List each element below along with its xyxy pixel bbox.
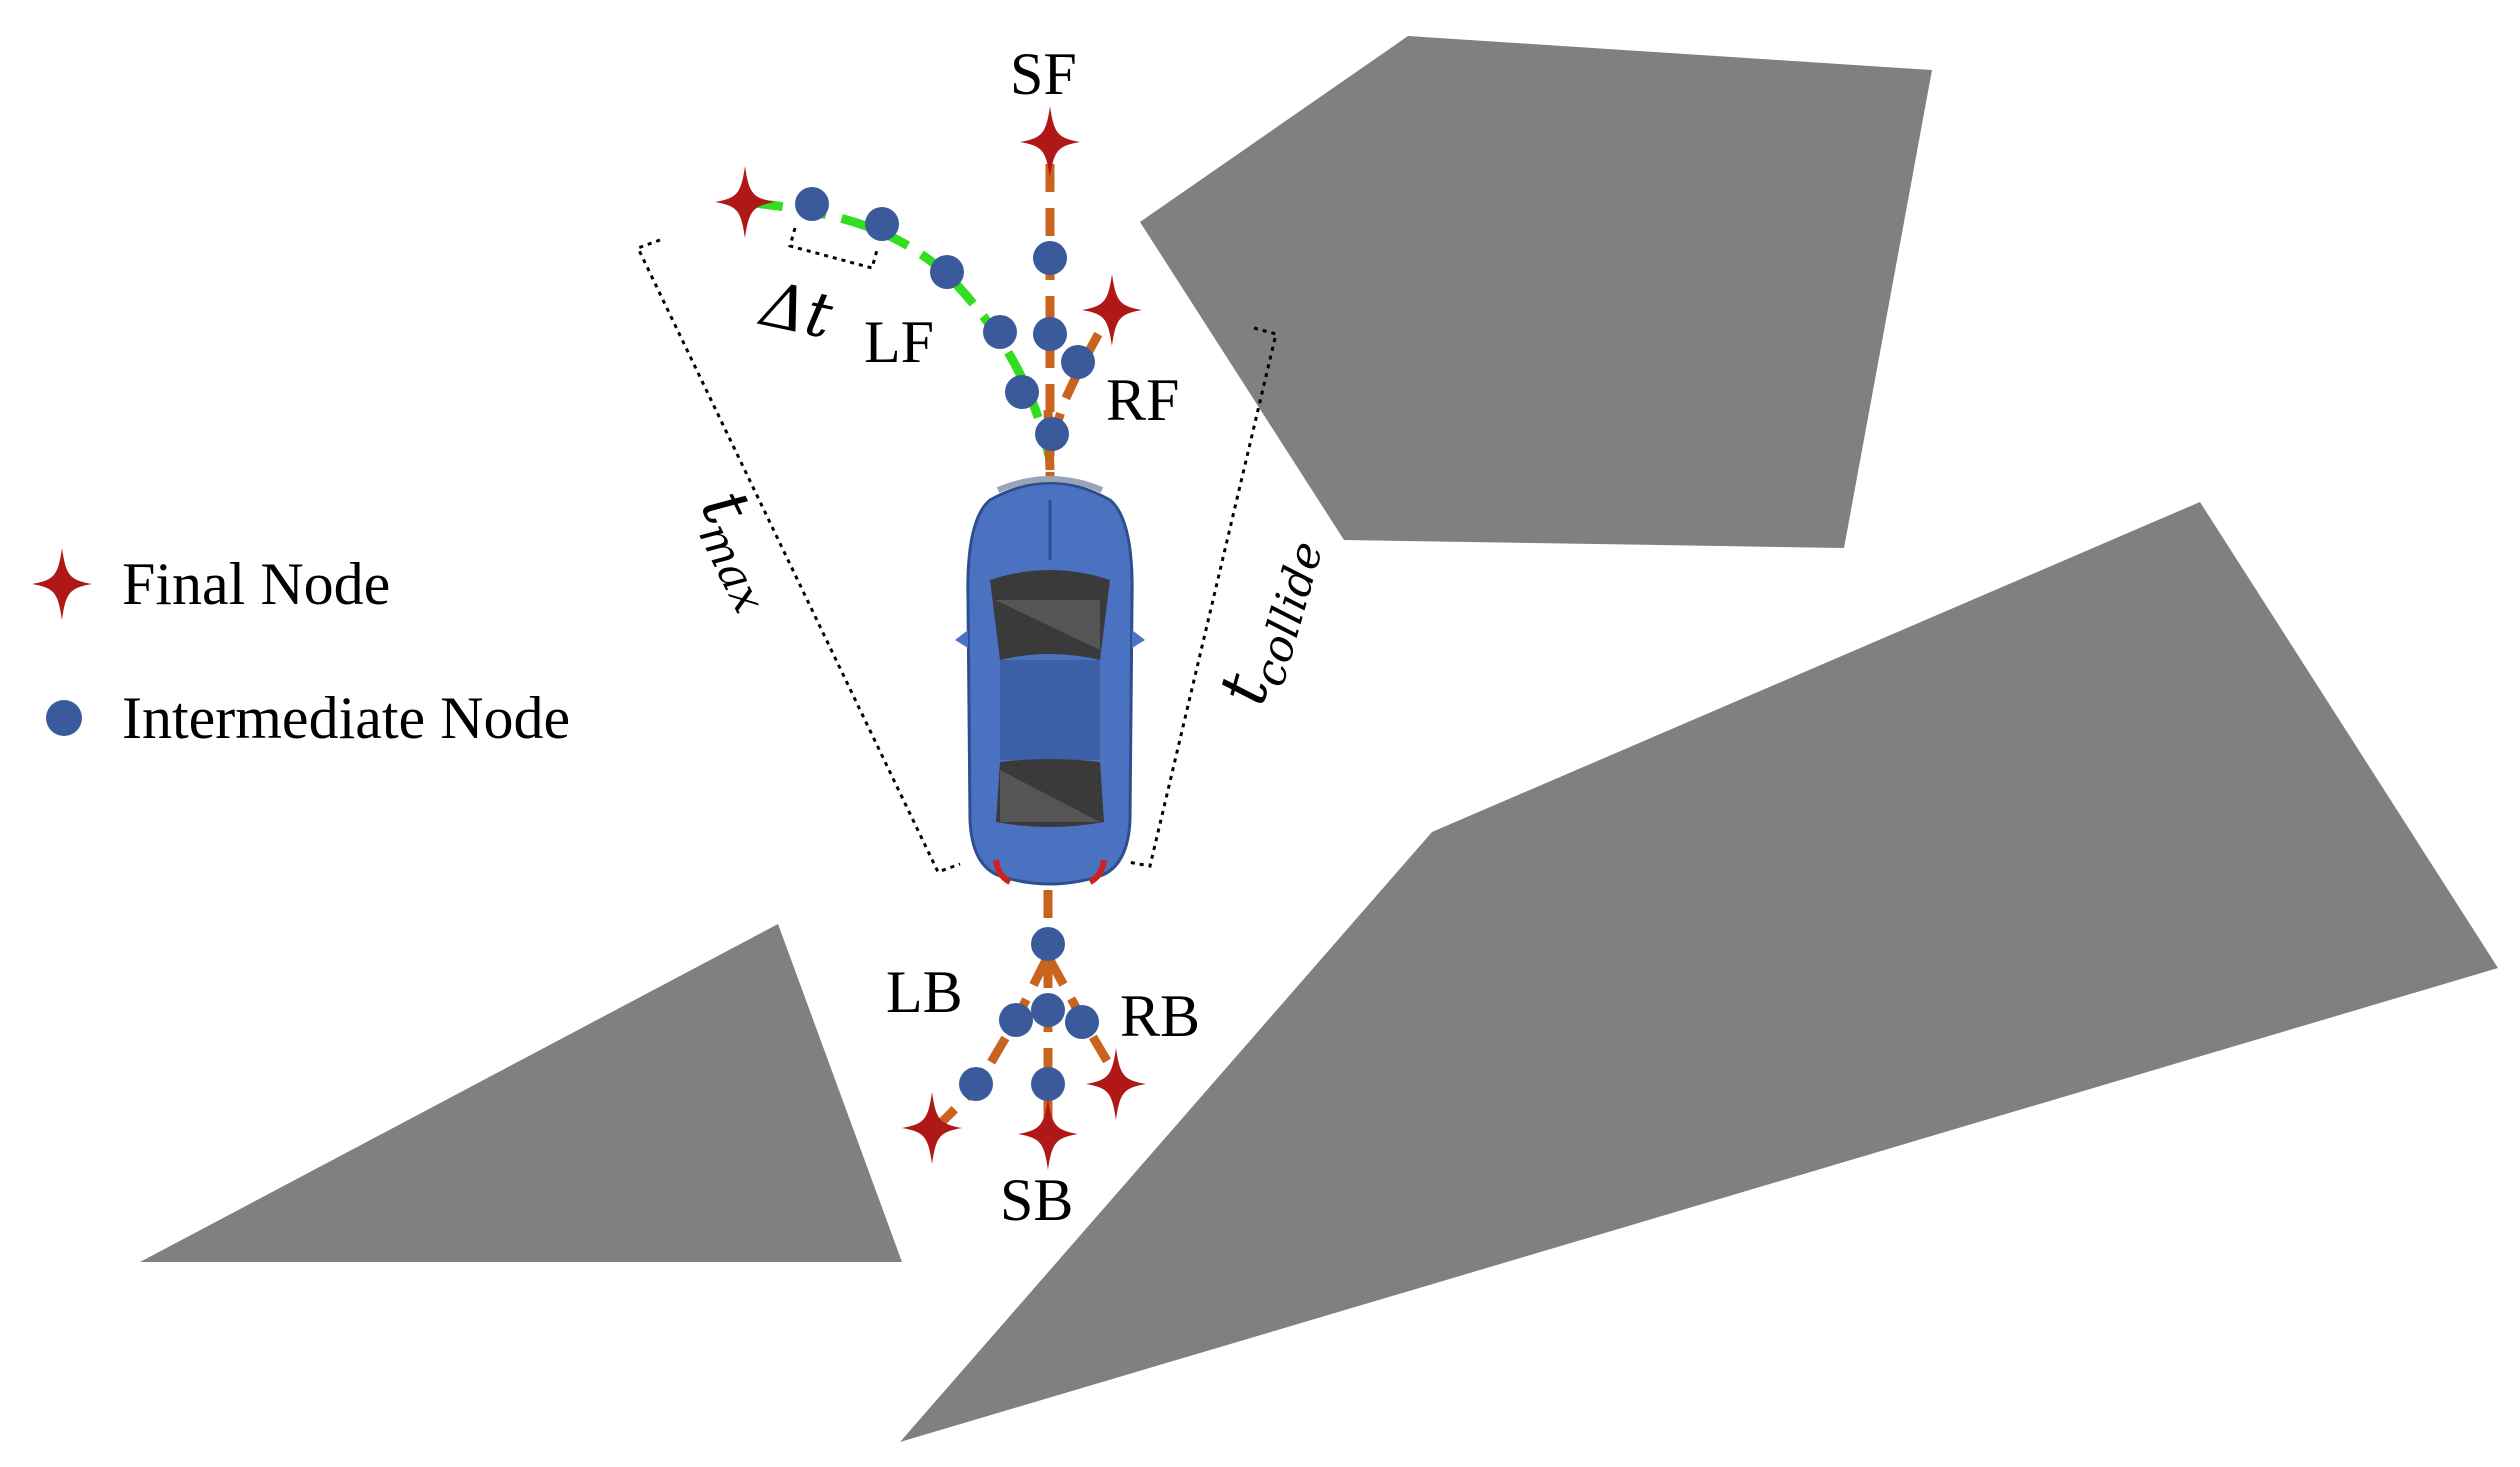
legend-final-node-icon	[32, 548, 92, 620]
node-lf-5	[795, 187, 829, 221]
node-sb-2	[1031, 1067, 1065, 1101]
node-lf-2	[983, 315, 1017, 349]
obstacles	[140, 36, 2498, 1442]
label-sf: SF	[1010, 41, 1077, 107]
vehicle-mirror-right	[1132, 630, 1145, 648]
obstacle-bottom-right	[900, 502, 2498, 1442]
label-rb: RB	[1120, 983, 1200, 1049]
node-sf-1	[1033, 241, 1067, 275]
node-lb-2	[959, 1067, 993, 1101]
label-t-collide: t collide	[1203, 536, 1334, 712]
node-sb-1	[1031, 993, 1065, 1027]
label-lb: LB	[886, 959, 963, 1025]
label-sb: SB	[1000, 1167, 1073, 1233]
node-sf-2	[1033, 317, 1067, 351]
node-lb-1	[999, 1003, 1033, 1037]
vehicle-mirror-left	[955, 630, 968, 648]
node-lf-1	[1005, 375, 1039, 409]
label-lf: LF	[864, 309, 934, 375]
final-node-sb	[1018, 1098, 1078, 1170]
node-lf-3	[930, 255, 964, 289]
vehicle-windshield-shine	[995, 600, 1100, 650]
final-node-rf	[1082, 274, 1142, 346]
label-t-collide-sub: collide	[1244, 536, 1334, 692]
final-node-sf	[1020, 106, 1080, 178]
final-node-lb	[902, 1092, 962, 1164]
t-collide-bracket	[1127, 326, 1278, 868]
vehicle-tail-light-left	[993, 859, 1012, 885]
final-node-lf	[715, 166, 775, 238]
vehicle-tail-light-right	[1088, 859, 1107, 885]
node-front-1	[1035, 417, 1069, 451]
vehicle-roof	[1000, 660, 1100, 760]
label-rf: RF	[1106, 367, 1179, 433]
label-delta-t: Δt	[753, 267, 838, 353]
obstacle-bottom-left	[140, 924, 902, 1262]
legend: Final Node Intermediate Node	[32, 548, 570, 751]
legend-final-node-label: Final Node	[122, 551, 390, 617]
path-lb	[934, 957, 1051, 1130]
node-rf-1	[1061, 345, 1095, 379]
node-rb-1	[1065, 1005, 1099, 1039]
t-max-bracket	[635, 238, 961, 874]
delta-t-bracket	[788, 227, 879, 270]
legend-intermediate-node-label: Intermediate Node	[122, 685, 570, 751]
final-node-rb	[1086, 1048, 1146, 1120]
legend-intermediate-node-icon	[46, 700, 82, 736]
vehicle	[955, 476, 1145, 886]
node-lf-4	[865, 207, 899, 241]
label-t-max: t max	[686, 478, 775, 621]
node-back-1	[1031, 927, 1065, 961]
label-t-max-sub: max	[688, 515, 775, 621]
obstacle-top-right	[1140, 36, 1932, 548]
vehicle-rear-window-shine	[1000, 770, 1100, 822]
vehicle-front-bumper	[996, 476, 1104, 493]
intermediate-nodes	[795, 187, 1099, 1101]
